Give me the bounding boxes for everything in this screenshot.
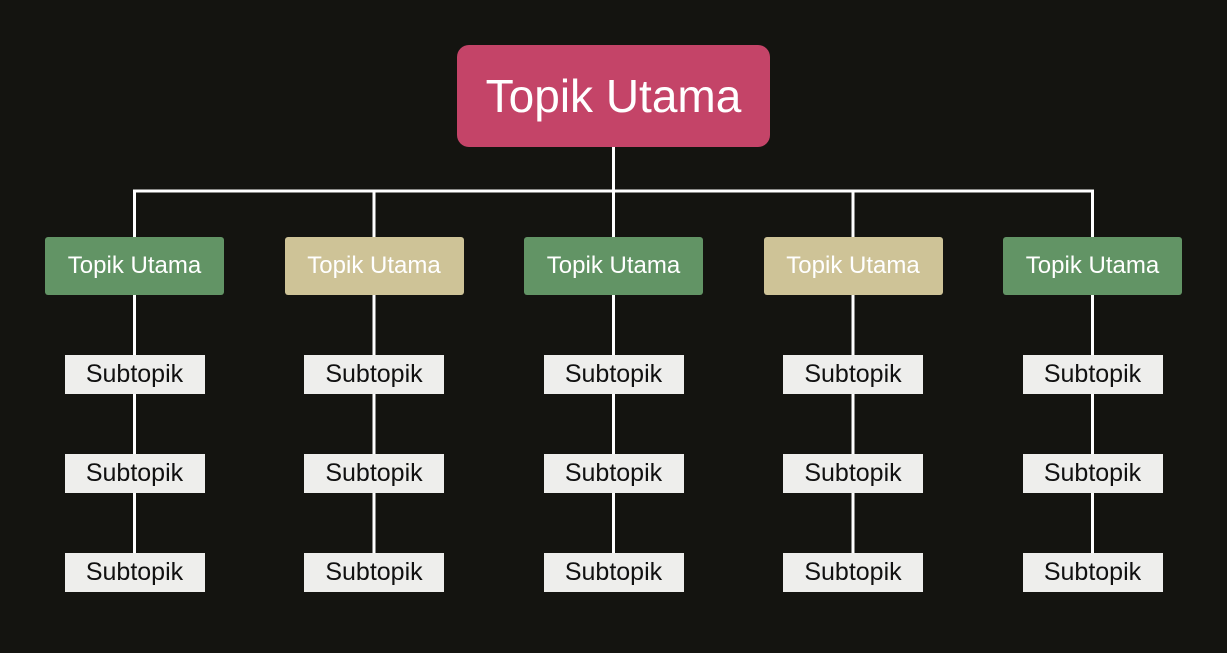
branch-topic-node: Topik Utama — [524, 237, 703, 295]
branch-topic-node: Topik Utama — [45, 237, 224, 295]
branch-topic-node: Topik Utama — [284, 237, 464, 295]
subtopic-node: Subtopik — [783, 454, 923, 493]
subtopic-node: Subtopik — [304, 454, 444, 493]
branch-topic-node: Topik Utama — [1003, 237, 1182, 295]
subtopic-node: Subtopik — [543, 355, 684, 394]
root-topic-node: Topik Utama — [457, 45, 770, 147]
subtopic-node: Subtopik — [304, 355, 444, 394]
subtopic-node: Subtopik — [304, 553, 444, 592]
subtopic-node: Subtopik — [783, 355, 923, 394]
subtopic-node: Subtopik — [783, 553, 923, 592]
branch-topic-node: Topik Utama — [763, 237, 943, 295]
subtopic-node: Subtopik — [1022, 553, 1163, 592]
subtopic-node: Subtopik — [1022, 454, 1163, 493]
subtopic-node: Subtopik — [543, 454, 684, 493]
subtopic-node: Subtopik — [64, 454, 205, 493]
subtopic-node: Subtopik — [543, 553, 684, 592]
subtopic-node: Subtopik — [1022, 355, 1163, 394]
subtopic-node: Subtopik — [64, 355, 205, 394]
subtopic-node: Subtopik — [64, 553, 205, 592]
